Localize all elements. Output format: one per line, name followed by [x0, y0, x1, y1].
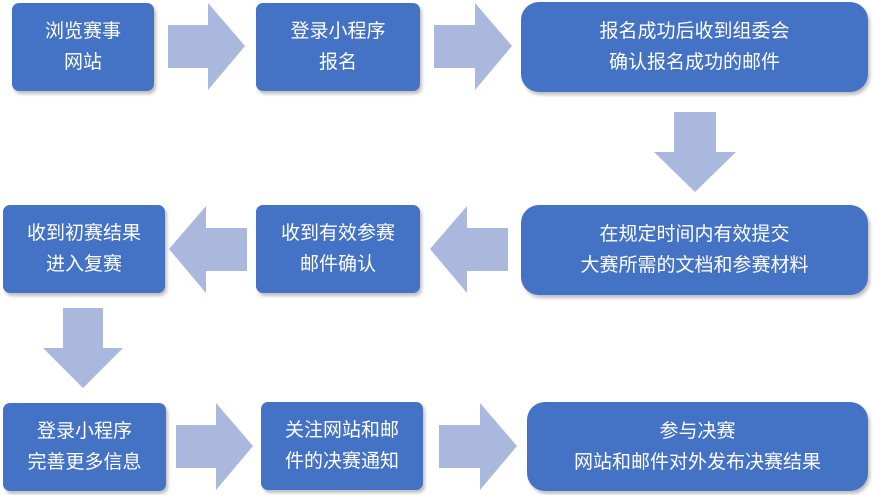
step-prelim-result: 收到初赛结果 进入复赛 — [3, 205, 165, 293]
step-confirm-email: 报名成功后收到组委会 确认报名成功的邮件 — [521, 2, 868, 92]
step-final-line2: 网站和邮件对外发布决赛结果 — [573, 450, 821, 473]
step-register-line1: 登录小程序 — [290, 20, 386, 42]
arrow-right-2 — [434, 3, 512, 90]
step-complete-line2: 完善更多信息 — [27, 451, 142, 473]
step-prelim-line1: 收到初赛结果 — [26, 222, 141, 244]
arrow-down-left — [43, 308, 123, 388]
step-valid-line1: 收到有效参赛 — [280, 222, 395, 244]
step-complete-line1: 登录小程序 — [36, 420, 132, 442]
step-register-line2: 报名 — [318, 51, 357, 73]
step-confirm-line1: 报名成功后收到组委会 — [599, 20, 790, 42]
step-browse-website: 浏览赛事 网站 — [12, 3, 154, 91]
arrow-left-2 — [169, 206, 247, 293]
step-prelim-line2: 进入复赛 — [45, 253, 122, 275]
arrow-right-1 — [168, 3, 245, 90]
step-confirm-line2: 确认报名成功的邮件 — [608, 51, 780, 73]
arrow-right-4 — [439, 403, 517, 490]
step-follow-line2: 件的决赛通知 — [284, 450, 399, 472]
step-complete-info: 登录小程序 完善更多信息 — [3, 403, 166, 491]
step-final-result: 参与决赛 网站和邮件对外发布决赛结果 — [527, 402, 868, 491]
step-register-miniprogram: 登录小程序 报名 — [256, 3, 420, 91]
step-browse-line1: 浏览赛事 — [44, 20, 121, 42]
step-submit-line2: 大赛所需的文档和参赛材料 — [580, 254, 809, 276]
step-follow-final-notice: 关注网站和邮 件的决赛通知 — [261, 402, 423, 490]
step-follow-line1: 关注网站和邮 — [284, 419, 399, 441]
step-valid-line2: 邮件确认 — [299, 253, 376, 275]
step-submit-materials: 在规定时间内有效提交 大赛所需的文档和参赛材料 — [521, 205, 868, 295]
step-final-line1: 参与决赛 — [659, 419, 736, 442]
step-submit-line1: 在规定时间内有效提交 — [599, 223, 790, 245]
arrow-right-3 — [176, 403, 253, 490]
step-valid-email: 收到有效参赛 邮件确认 — [256, 205, 420, 293]
step-browse-line2: 网站 — [63, 51, 102, 73]
arrow-left-1 — [430, 206, 508, 293]
arrow-down-right — [654, 112, 736, 192]
